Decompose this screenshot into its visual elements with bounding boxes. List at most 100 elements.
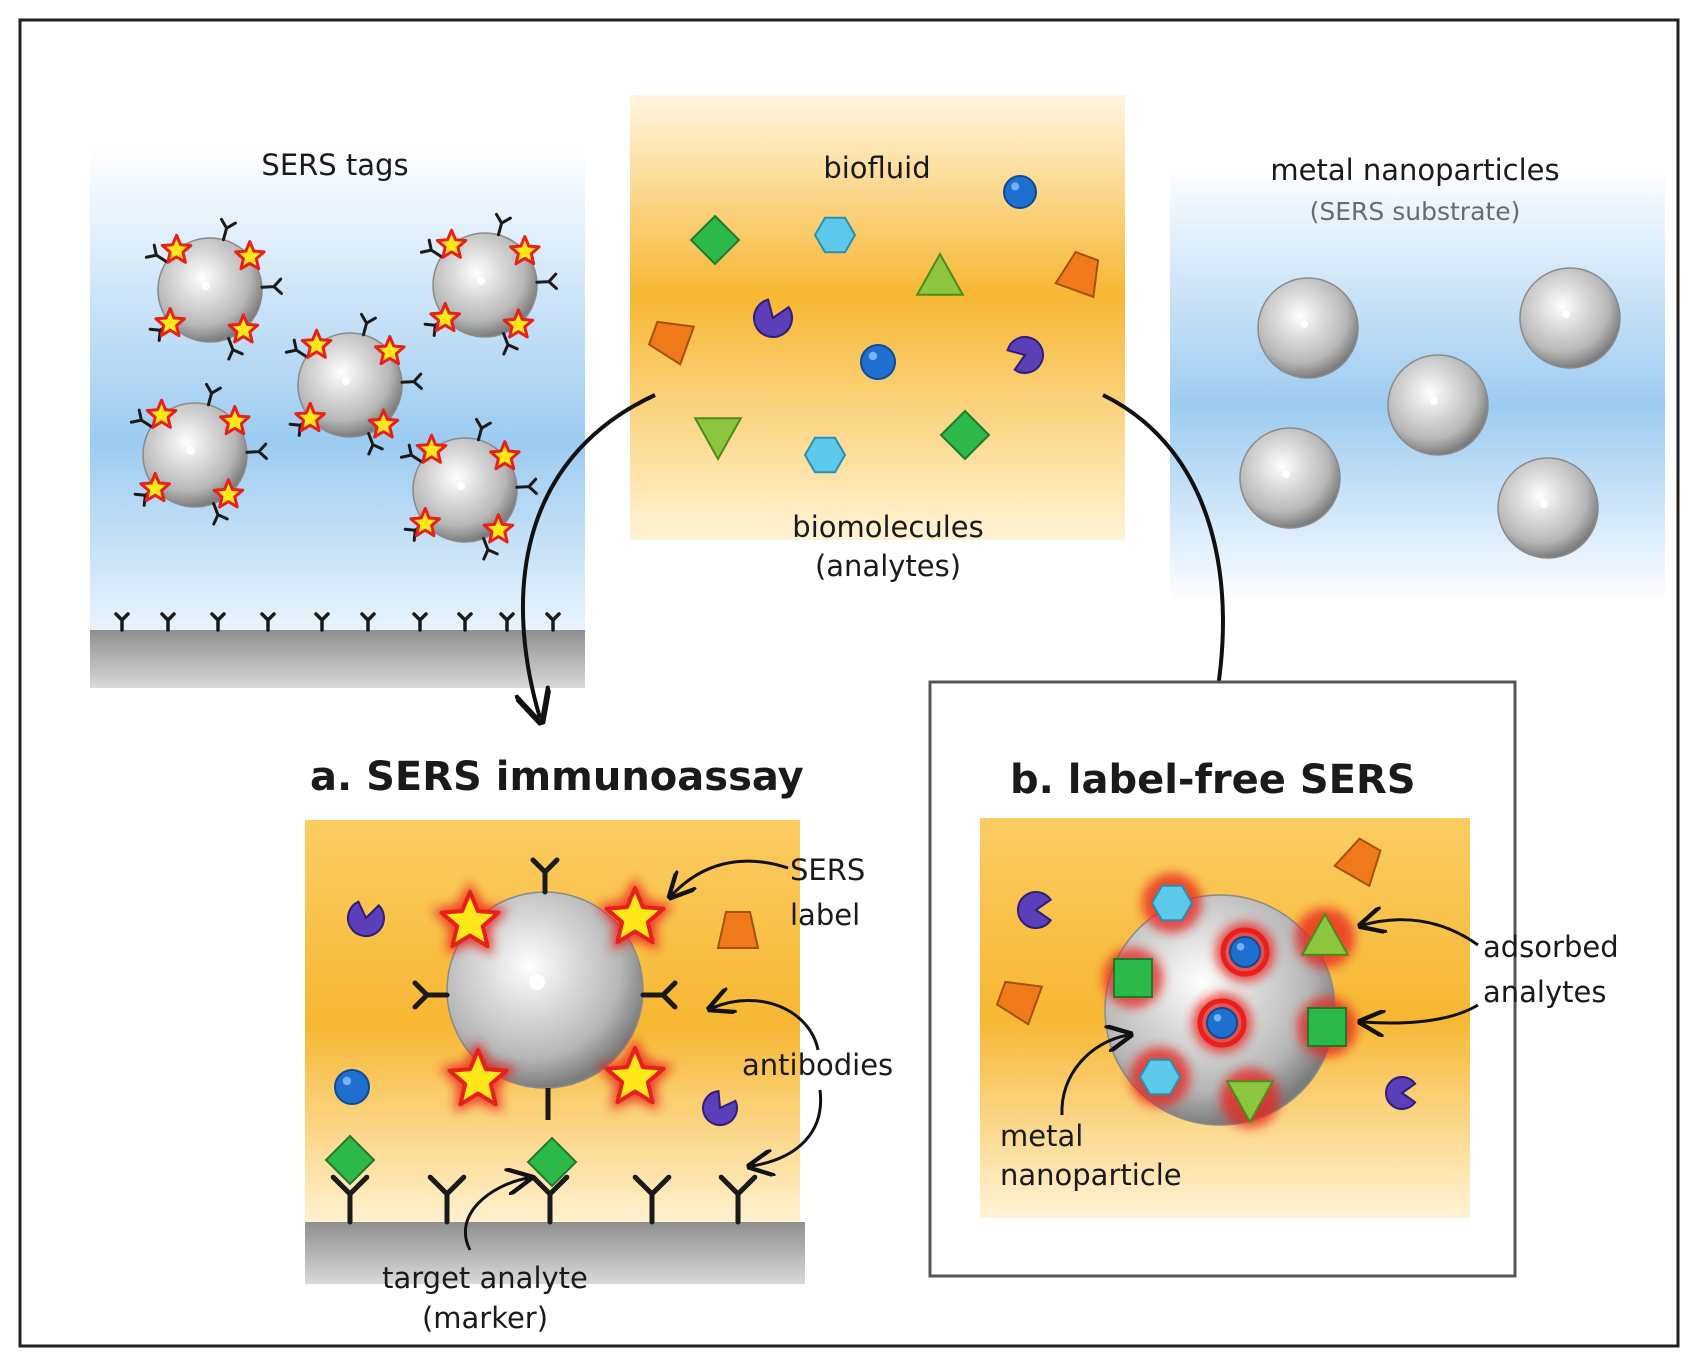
antibody xyxy=(245,442,268,460)
green-diamond-analyte xyxy=(324,1134,376,1186)
label-free-complex xyxy=(995,837,1417,1128)
sers-label-star xyxy=(409,506,441,538)
antibody xyxy=(545,612,561,632)
sers-label-star xyxy=(219,405,251,436)
green-triangle-analyte xyxy=(693,417,743,462)
antibody xyxy=(210,612,226,632)
antibody xyxy=(129,408,153,429)
adsorbed-ring xyxy=(1197,998,1247,1048)
section-a-title: a. SERS immunoassay xyxy=(310,754,804,800)
purple-pacman-analyte xyxy=(1385,1076,1417,1110)
antibody-shape xyxy=(260,612,276,632)
sers-tag-particles xyxy=(129,212,558,561)
sphere-highlight xyxy=(186,446,195,455)
antibody-shape xyxy=(482,537,499,561)
antibody-shape xyxy=(457,612,473,632)
antibody-shape xyxy=(114,612,130,632)
arrow-metal-nanoparticle xyxy=(1060,1035,1128,1116)
biomolecule-shapes xyxy=(647,175,1100,474)
sers-label-star xyxy=(367,408,400,439)
antibody-shape xyxy=(260,277,283,295)
antibody xyxy=(482,537,499,561)
sers-label-star xyxy=(489,440,521,471)
antibody-shape xyxy=(427,1174,467,1225)
antibody xyxy=(314,612,330,632)
antibody xyxy=(632,1174,672,1225)
sers-label-star xyxy=(145,398,178,429)
antibody-shape xyxy=(210,612,226,632)
arrow-to-label-free xyxy=(1102,393,1223,715)
bare-metal-nanoparticle xyxy=(1387,354,1489,456)
green-triangle-analyte xyxy=(915,251,965,296)
sers-label-star xyxy=(502,308,535,339)
purple-pacman-analyte xyxy=(1006,335,1044,374)
antibody-shape xyxy=(330,1174,370,1225)
antibody xyxy=(457,612,473,632)
antibody xyxy=(427,1174,467,1225)
sphere-highlight xyxy=(341,376,350,385)
sers-label-star xyxy=(429,301,461,333)
orange-cone-analyte xyxy=(995,980,1044,1026)
antibody-shape xyxy=(545,612,561,632)
antibody-shape xyxy=(212,502,229,526)
sphere-highlight xyxy=(1300,320,1308,328)
sers-tag-nanoparticle xyxy=(432,232,538,338)
antibody-shape xyxy=(640,980,678,1010)
antibody xyxy=(260,612,276,632)
bare-metal-nanoparticle xyxy=(1239,427,1341,529)
antibody xyxy=(144,243,168,264)
sers-label-star xyxy=(415,433,448,464)
sphere-highlight xyxy=(1540,500,1548,508)
antibody-shape xyxy=(227,337,244,361)
sers-label-line1: SERS xyxy=(790,853,865,887)
antibody-shape xyxy=(412,980,450,1010)
orange-cone-analyte xyxy=(1054,250,1100,299)
sers-label-star xyxy=(212,478,245,509)
antibody-shape xyxy=(144,243,168,264)
antibody xyxy=(260,277,283,295)
antibody-shape xyxy=(129,408,153,429)
sphere-highlight xyxy=(456,481,465,490)
antibody-shape xyxy=(160,612,176,632)
antibody xyxy=(419,238,443,259)
sers-label-star xyxy=(439,890,501,949)
blue-sphere-analyte xyxy=(860,344,896,380)
antibody-shape xyxy=(530,1174,570,1225)
blue-sphere-analyte xyxy=(1206,1007,1238,1039)
arrow-antibodies-bottom xyxy=(752,1089,823,1166)
analyte-highlight xyxy=(1011,182,1020,191)
sers-label-star xyxy=(227,313,260,344)
antibody xyxy=(114,612,130,632)
cyan-hexagon-analyte xyxy=(1138,1058,1182,1096)
panel-sers-tags: SERS tags xyxy=(90,145,585,688)
sers-label-star xyxy=(160,233,193,264)
arrow-sers-label xyxy=(672,859,789,895)
orange-cone-analyte xyxy=(1333,837,1382,888)
analyte-highlight xyxy=(1236,943,1245,951)
metal-np-label-line2: nanoparticle xyxy=(1000,1158,1182,1192)
bare-metal-nanoparticle xyxy=(1497,457,1599,559)
antibody xyxy=(530,857,560,895)
analytes-caption: (analytes) xyxy=(815,549,961,583)
sphere-highlight xyxy=(1562,310,1570,318)
green-diamond-analyte xyxy=(939,409,991,461)
purple-pacman-analyte xyxy=(753,298,793,338)
capture-surface xyxy=(90,612,585,688)
antibody-shape xyxy=(219,217,237,242)
sers-tag-nanoparticle xyxy=(412,437,518,543)
metal-np-label-line1: metal xyxy=(1000,1119,1083,1153)
antibody xyxy=(284,338,308,359)
sers-label-star xyxy=(300,328,333,359)
antibody xyxy=(535,272,558,290)
antibody xyxy=(474,417,492,442)
sphere-highlight xyxy=(476,276,485,285)
antibody-shape xyxy=(360,612,376,632)
sers-label-star xyxy=(234,240,266,271)
sers-label-star xyxy=(435,228,468,259)
antibody-shape xyxy=(314,612,330,632)
target-analyte-label: target analyte xyxy=(382,1261,588,1295)
sphere-highlight xyxy=(1430,397,1438,405)
sers-tag-nanoparticle xyxy=(157,237,263,343)
antibody xyxy=(204,382,222,407)
